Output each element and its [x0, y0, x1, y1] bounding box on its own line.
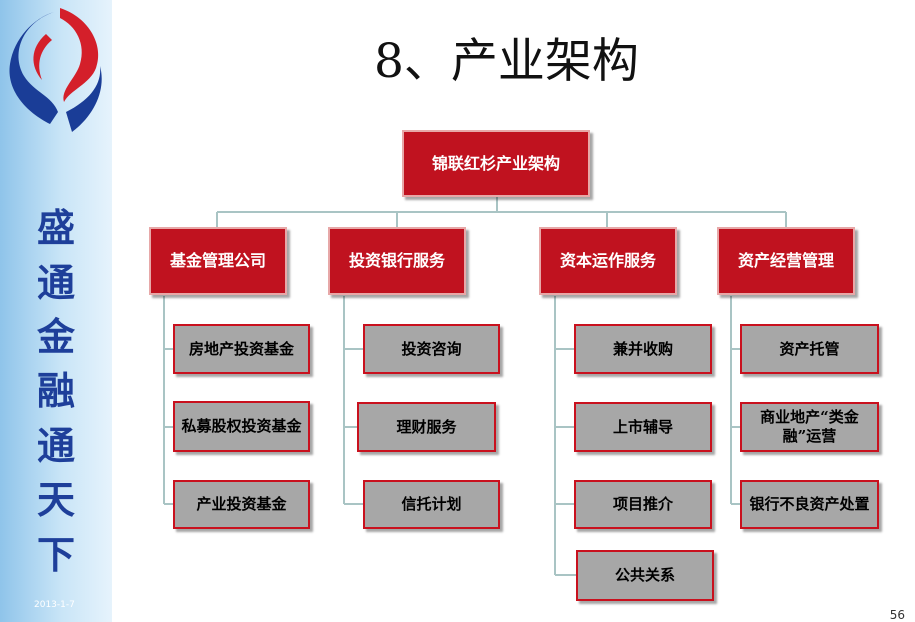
page-number: 56 [889, 608, 905, 622]
org-node-investment-banking: 投资银行服务 [328, 227, 466, 295]
slogan-char: 下 [36, 532, 75, 577]
org-leaf-node: 产业投资基金 [173, 480, 310, 529]
page-title: 8、产业架构 [374, 34, 639, 89]
slogan-char: 融 [36, 368, 75, 413]
org-leaf-node: 信托计划 [363, 480, 500, 529]
org-leaf-node: 上市辅导 [574, 402, 712, 452]
slide-date: 2013-1-7 [34, 600, 75, 610]
org-leaf-node: 资产托管 [740, 324, 879, 374]
org-leaf-node: 私募股权投资基金 [173, 401, 310, 452]
org-leaf-node: 房地产投资基金 [173, 324, 310, 374]
slogan-char: 盛 [36, 205, 75, 250]
org-node-asset-management: 资产经营管理 [717, 227, 855, 295]
org-node-capital-operation: 资本运作服务 [539, 227, 677, 295]
org-leaf-node: 兼并收购 [574, 324, 712, 374]
org-leaf-node: 商业地产“类金融”运营 [740, 402, 879, 452]
slogan-char: 天 [36, 477, 75, 522]
slogan-char: 金 [36, 314, 75, 359]
org-node-fund-management: 基金管理公司 [149, 227, 287, 295]
org-leaf-node: 投资咨询 [363, 324, 500, 374]
org-leaf-node: 银行不良资产处置 [740, 480, 879, 529]
company-logo [9, 8, 102, 132]
org-leaf-node: 理财服务 [357, 402, 496, 452]
sidebar: 盛 通 金 融 通 天 下 2013-1-7 [0, 0, 112, 622]
slogan-char: 通 [36, 423, 75, 468]
org-leaf-node: 公共关系 [576, 550, 714, 601]
slogan-char: 通 [36, 260, 75, 305]
org-root-node: 锦联红杉产业架构 [402, 130, 590, 197]
org-leaf-node: 项目推介 [574, 480, 712, 529]
